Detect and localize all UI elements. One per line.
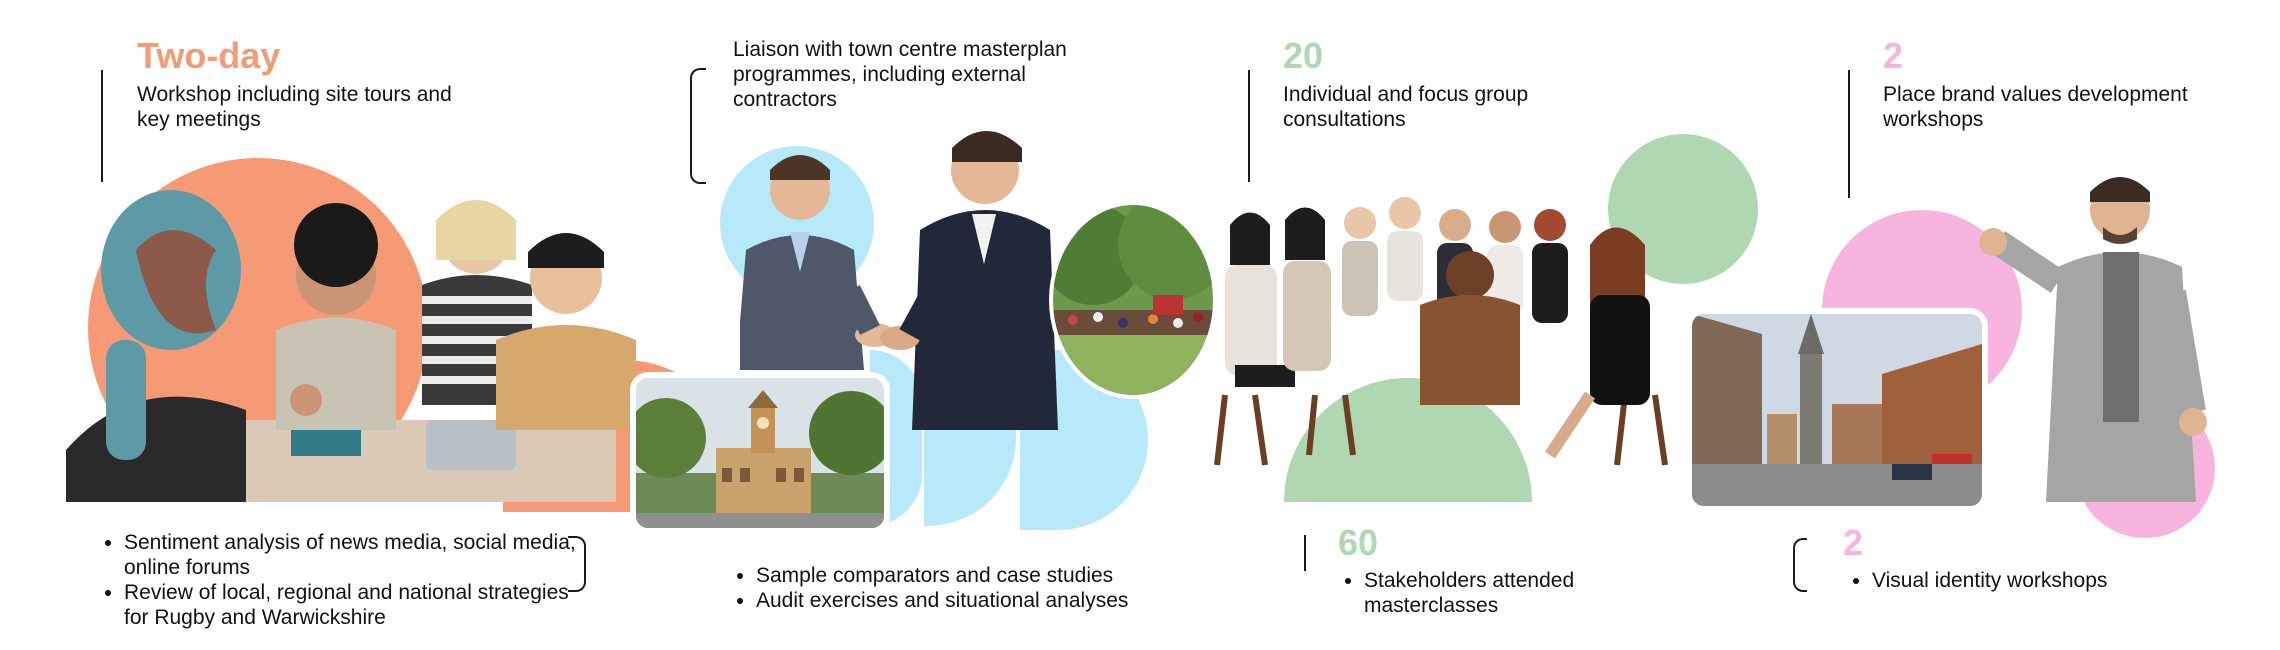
- masterclasses-bullet-list: Stakeholders attended masterclasses: [1330, 568, 1664, 618]
- identity-bracket: [1793, 538, 1807, 592]
- masterclasses-bullet-1: Stakeholders attended masterclasses: [1364, 568, 1664, 618]
- workshop-label: Workshop including site tours and key me…: [137, 83, 452, 131]
- consultations-stat: 20: [1283, 35, 1324, 76]
- liaison-bullet-2: Audit exercises and situational analyses: [756, 588, 1256, 613]
- brand-stat: 2: [1883, 35, 1904, 76]
- workshop-divider: [101, 70, 103, 182]
- liaison-label: Liaison with town centre masterplan prog…: [733, 38, 1067, 111]
- workshop-bullet-2: Review of local, regional and national s…: [124, 580, 594, 630]
- town-hall-photo: [636, 378, 884, 528]
- brand-label: Place brand values development workshops: [1883, 83, 2188, 131]
- workshop-bullets-bracket: [568, 536, 586, 592]
- brand-divider: [1848, 70, 1850, 198]
- masterclasses-stat: 60: [1338, 522, 1379, 563]
- festival-photo: [1053, 205, 1213, 395]
- identity-bullet-1: Visual identity workshops: [1872, 568, 2172, 593]
- identity-stat: 2: [1843, 522, 1864, 563]
- focus-group-photo: [1214, 197, 1668, 466]
- workshop-group-photo: [66, 190, 636, 502]
- workshop-bullet-list: Sentiment analysis of news media, social…: [90, 530, 594, 630]
- liaison-bullet-1: Sample comparators and case studies: [756, 563, 1256, 588]
- workshop-bullet-1: Sentiment analysis of news media, social…: [124, 530, 594, 580]
- street-photo: [1692, 314, 1982, 506]
- liaison-bullet-list: Sample comparators and case studies Audi…: [722, 563, 1256, 613]
- presenter-photo: [1979, 177, 2207, 502]
- liaison-bracket: [690, 68, 706, 184]
- consultations-label: Individual and focus group consultations: [1283, 83, 1529, 131]
- workshop-stat: Two-day: [137, 35, 281, 76]
- masterclasses-divider: [1304, 535, 1306, 571]
- identity-bullet-list: Visual identity workshops: [1838, 568, 2172, 593]
- consultations-divider: [1248, 70, 1250, 182]
- handshake-photo: [740, 131, 1058, 430]
